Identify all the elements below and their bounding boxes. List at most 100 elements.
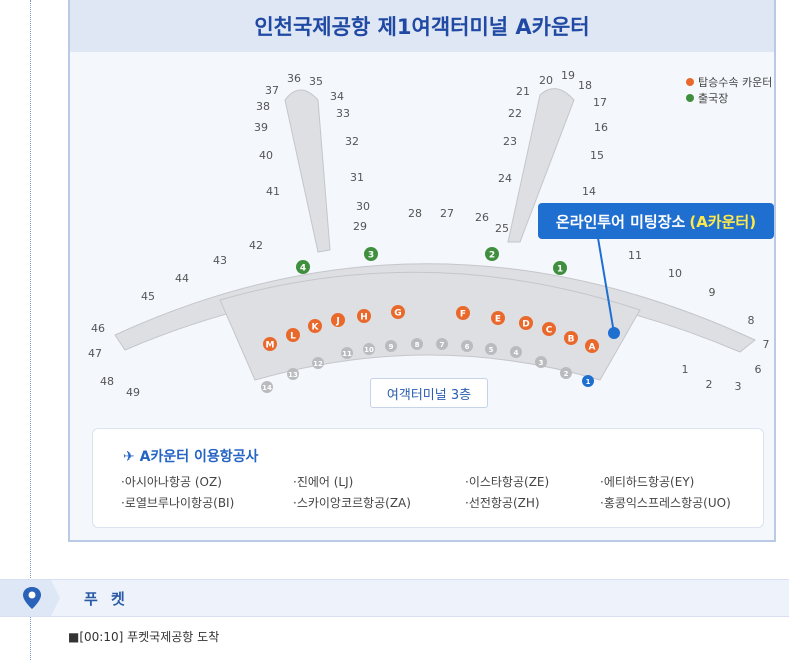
gate-number-20: 20 [539,74,553,87]
gate-number-16: 16 [594,121,608,134]
exit-3-marker [364,247,378,261]
gate-number-30: 30 [356,200,370,213]
gate-number-36: 36 [287,72,301,85]
counter-C-marker [542,322,556,336]
gate-number-44: 44 [175,272,189,285]
gate-number-38: 38 [256,100,270,113]
map-title: 인천국제공항 제1여객터미널 A카운터 [70,0,774,52]
zone-13-marker [287,368,299,380]
gate-number-35: 35 [309,75,323,88]
gate-number-22: 22 [508,107,522,120]
zone-3-label: 3 [539,359,544,367]
legend-counter: 탑승수속 카운터 [686,75,772,91]
counter-A-label: A [589,343,596,353]
counter-E-label: E [495,315,501,325]
orange-dot-icon [686,78,694,86]
zone-3-marker [535,356,547,368]
zone-2-label: 2 [564,370,569,378]
airline-item: ·스카이앙코르항공(ZA) [293,496,411,510]
zone-13-label: 13 [288,371,298,379]
gate-number-29: 29 [353,220,367,233]
zone-11-label: 11 [342,350,352,358]
meeting-point-marker [608,327,620,339]
gate-number-7: 7 [763,338,770,351]
gate-number-32: 32 [345,135,359,148]
counter-J-marker [331,313,345,327]
exit-2-marker [485,247,499,261]
counter-H-label: H [360,313,368,323]
gate-number-21: 21 [516,85,530,98]
counter-G-marker [391,305,405,319]
zone-10-marker [363,343,375,355]
timeline-line [30,0,31,660]
counter-H-marker [357,309,371,323]
plane-icon: ✈ [123,449,135,465]
gate-number-17: 17 [593,96,607,109]
zone-8-marker [411,338,423,350]
terminal-main [219,271,641,381]
gate-number-45: 45 [141,290,155,303]
zone-6-label: 6 [465,343,470,351]
gate-number-41: 41 [266,185,280,198]
counter-J-label: J [335,317,339,327]
counter-M-label: M [266,341,275,351]
zone-1-marker [582,375,594,387]
zone-5-marker [485,343,497,355]
counter-L-label: L [290,332,296,342]
exit-2-label: 2 [489,251,495,261]
gate-number-24: 24 [498,172,512,185]
counter-K-label: K [312,323,320,333]
airline-item: ·진에어 (LJ) [293,475,354,489]
zone-7-marker [436,338,448,350]
airline-list-box: ✈ A카운터 이용항공사 ·아시아나항공 (OZ) ·진에어 (LJ) ·이스타… [92,428,764,528]
counter-F-marker [456,306,470,320]
zone-10-label: 10 [364,346,374,354]
airline-item: ·에티하드항공(EY) [600,475,695,489]
counter-D-marker [519,316,533,330]
gate-number-8: 8 [748,314,755,327]
gate-number-2: 2 [706,378,713,391]
gate-number-37: 37 [265,84,279,97]
counter-B-marker [564,331,578,345]
gate-number-46: 46 [91,322,105,335]
counter-L-marker [286,328,300,342]
section-header-phuket: 푸 켓 [0,579,789,617]
counter-E-marker [491,311,505,325]
airline-item: ·로열브루나이항공(BI) [121,496,235,510]
zone-8-label: 8 [415,341,420,349]
gate-number-42: 42 [249,239,263,252]
gate-number-49: 49 [126,386,140,399]
counter-D-label: D [522,320,529,330]
zone-4-marker [510,346,522,358]
meeting-place-callout: 온라인투어 미팅장소(A카운터) [538,203,774,239]
map-legend: 탑승수속 카운터 출국장 [686,75,772,107]
counter-C-label: C [546,326,553,336]
gate-number-31: 31 [350,171,364,184]
gate-number-3: 3 [735,380,742,393]
counter-K-marker [308,319,322,333]
zone-7-label: 7 [440,341,445,349]
gate-number-28: 28 [408,207,422,220]
zone-12-marker [312,357,324,369]
gate-number-18: 18 [578,79,592,92]
zone-14-label: 14 [262,384,272,392]
gate-number-9: 9 [709,286,716,299]
zone-9-marker [385,340,397,352]
exit-1-marker [553,261,567,275]
gate-number-15: 15 [590,149,604,162]
left-concourse [284,89,331,253]
schedule-item: ■[00:10] 푸켓국제공항 도착 [68,630,220,644]
zone-6-marker [461,340,473,352]
gate-number-27: 27 [440,207,454,220]
airline-item: ·홍콩익스프레스항공(UO) [600,496,731,510]
counter-F-label: F [460,310,466,320]
floor-label: 여객터미널 3층 [370,378,488,408]
zone-4-label: 4 [514,349,519,357]
section-title: 푸 켓 [84,590,129,608]
location-pin-icon [23,587,41,609]
gate-number-6: 6 [755,363,762,376]
counter-M-marker [263,337,277,351]
counter-A-marker [585,339,599,353]
gate-number-11: 11 [628,249,642,262]
